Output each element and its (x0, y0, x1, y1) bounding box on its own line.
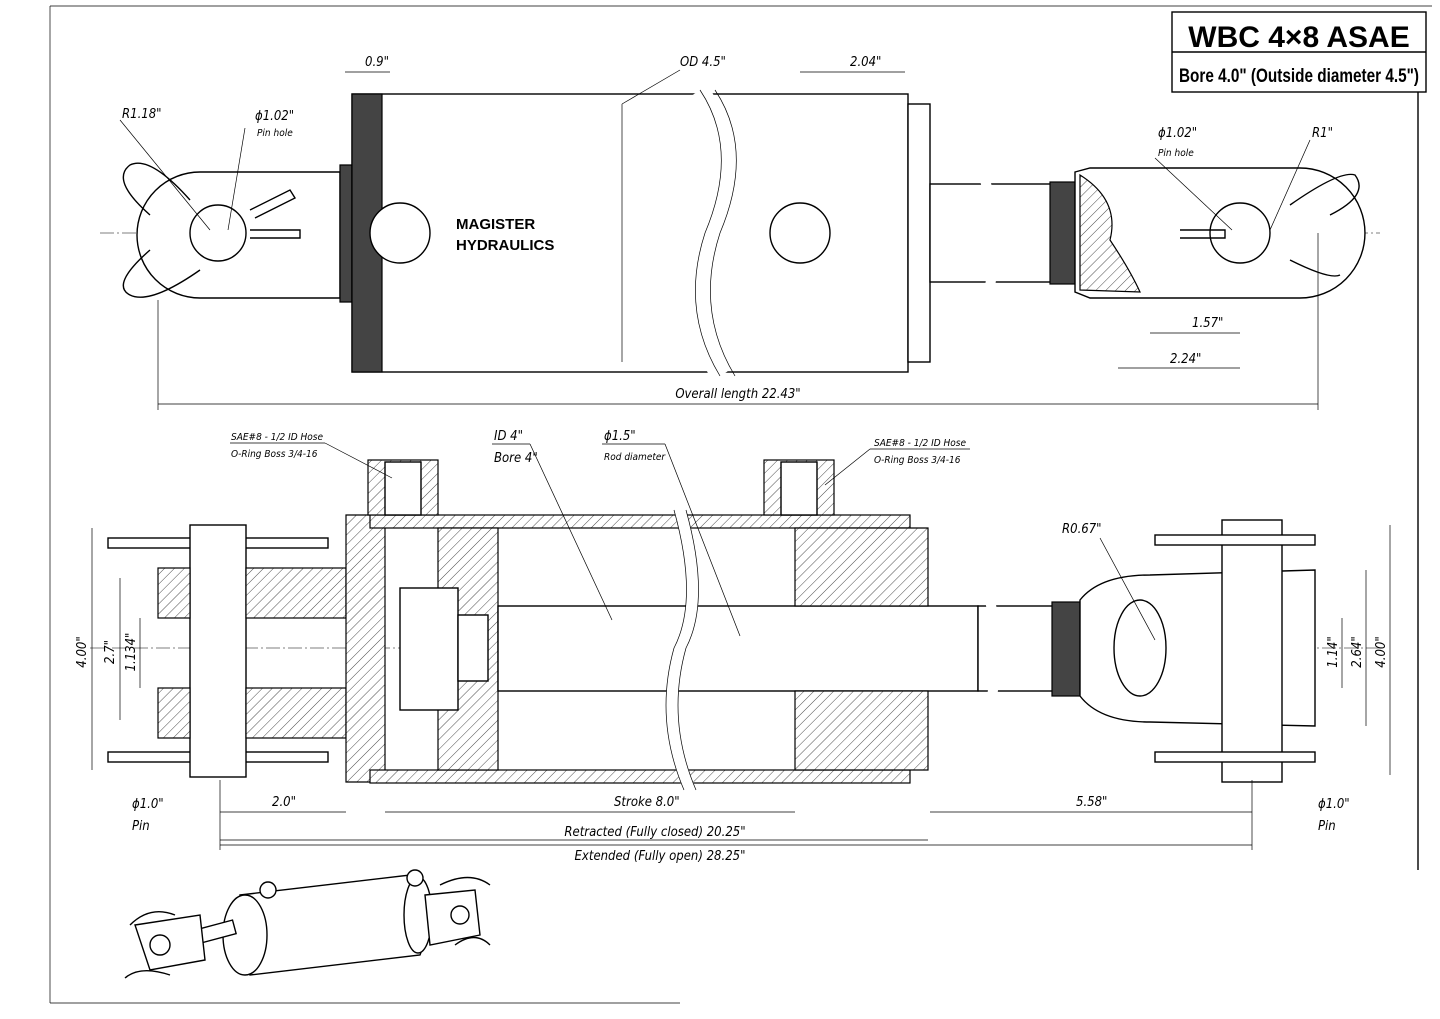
rod-diameter-label: Rod diameter (604, 452, 666, 463)
dim-right-2-64: 2.64" (1350, 636, 1365, 667)
dim-1-57: 1.57" (1192, 316, 1223, 331)
section-view: SAE#8 - 1/2 ID Hose O-Ring Boss 3/4-16 S… (75, 429, 1391, 864)
isometric-view (124, 869, 491, 979)
retracted-length: Retracted (Fully closed) 20.25" (564, 825, 745, 840)
dim-2-0: 2.0" (272, 795, 296, 810)
dim-pin-left: ϕ1.02" (255, 109, 294, 124)
dim-left-1-134: 1.134" (124, 633, 139, 672)
brand-line-2: HYDRAULICS (456, 237, 554, 254)
dim-2-24: 2.24" (1170, 352, 1201, 367)
dim-pin-right: ϕ1.0" (1318, 797, 1350, 812)
dim-od: OD 4.5" (680, 55, 726, 70)
dim-rod: ϕ1.5" (604, 429, 636, 444)
brand-line-1: MAGISTER (456, 216, 535, 233)
dim-stroke: Stroke 8.0" (614, 795, 680, 810)
overall-length: Overall length 22.43" (675, 387, 800, 402)
dim-0-9: 0.9" (365, 55, 389, 70)
dim-right-4-00: 4.00" (1374, 636, 1389, 667)
drawing-frame (49, 5, 1432, 1004)
dim-pin-left: ϕ1.0" (132, 797, 164, 812)
top-view: MAGISTER HYDRAULICS 0.9" OD 4.5" 2. (100, 55, 1380, 410)
dim-left-2-7: 2.7" (103, 640, 118, 664)
port-right-line-1: SAE#8 - 1/2 ID Hose (874, 438, 966, 449)
dim-right-1-14: 1.14" (1326, 636, 1341, 667)
dim-bore: Bore 4" (494, 451, 538, 466)
title-block: WBC 4×8 ASAE Bore 4.0" (Outside diameter… (1171, 11, 1427, 93)
extended-length: Extended (Fully open) 28.25" (575, 849, 746, 864)
pin-hole-left-label: Pin hole (257, 128, 293, 139)
dim-id: ID 4" (494, 429, 523, 444)
model-title: WBC 4×8 ASAE (1188, 21, 1409, 54)
port-right-line-2: O-Ring Boss 3/4-16 (874, 455, 961, 466)
dim-r1-18: R1.18" (122, 107, 162, 122)
bore-subtitle: Bore 4.0" (Outside diameter 4.5") (1179, 66, 1419, 87)
dim-pin-right: ϕ1.02" (1158, 126, 1197, 141)
dim-left-4-00: 4.00" (75, 636, 90, 667)
pin-hole-right-label: Pin hole (1158, 148, 1194, 159)
pin-left-label: Pin (132, 819, 150, 834)
port-left-line-1: SAE#8 - 1/2 ID Hose (231, 432, 323, 443)
dim-2-04: 2.04" (850, 55, 881, 70)
dim-r0-67: R0.67" (1062, 522, 1102, 537)
port-left-line-2: O-Ring Boss 3/4-16 (231, 449, 318, 460)
dim-5-58: 5.58" (1076, 795, 1107, 810)
pin-right-label: Pin (1318, 819, 1336, 834)
dim-r1: R1" (1312, 126, 1333, 141)
